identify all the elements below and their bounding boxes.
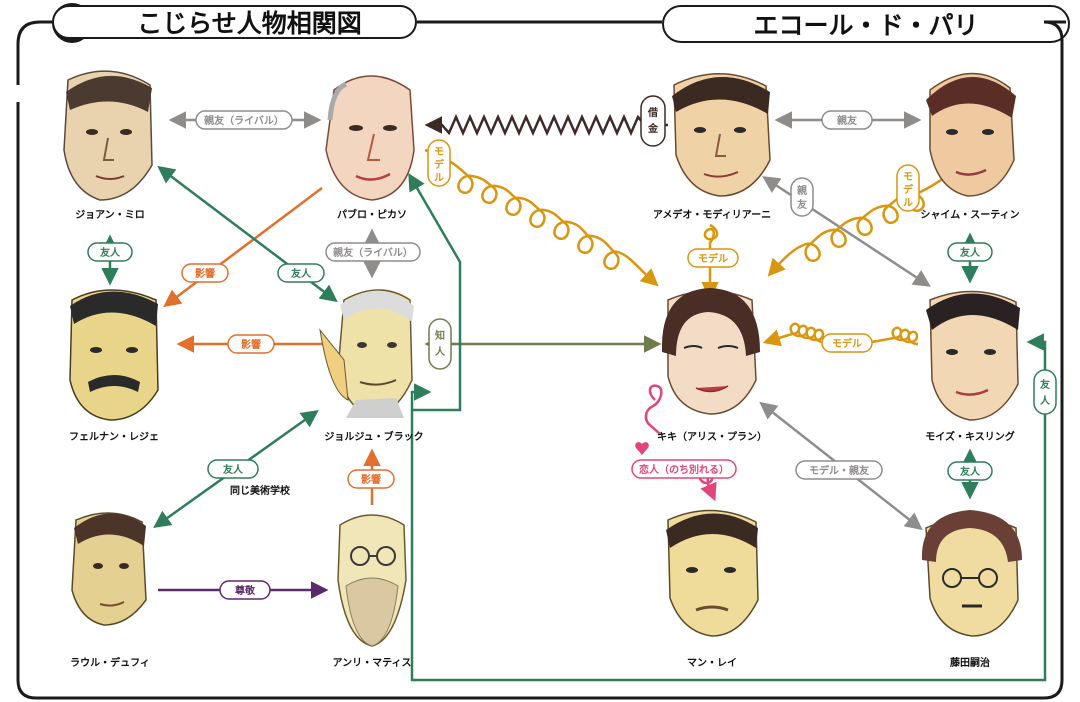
name-leger: フェルナン・レジェ — [69, 431, 159, 443]
svg-text:ル: ル — [903, 198, 913, 209]
svg-text:友: 友 — [797, 198, 807, 211]
label-modigliani-kiki: モデル — [687, 248, 739, 268]
link-picasso-leger — [163, 187, 323, 308]
svg-text:恋人（のち別れる）: 恋人（のち別れる） — [639, 463, 729, 476]
svg-text:ル: ル — [434, 173, 444, 184]
svg-text:金: 金 — [647, 122, 659, 135]
svg-text:モデル: モデル — [832, 337, 862, 350]
label-modigliani-kisling: 親 友 — [790, 177, 814, 217]
portrait-kisling — [926, 290, 1020, 421]
svg-text:友: 友 — [1040, 378, 1050, 391]
name-dufy: ラウル・デュフィ — [70, 656, 150, 669]
name-matisse: アンリ・マティス — [333, 657, 412, 669]
svg-text:モデル・親友: モデル・親友 — [809, 464, 869, 477]
link-braque-picasso-green — [408, 172, 462, 412]
link-kisling-braque — [410, 333, 1047, 682]
label-braque-kiki: 知 人 — [428, 318, 452, 370]
svg-text:友人: 友人 — [960, 246, 981, 259]
svg-text:親友（ライバル）: 親友（ライバル） — [204, 114, 284, 127]
label-same-school: 同じ美術学校 — [230, 484, 291, 497]
svg-text:人: 人 — [1040, 394, 1051, 407]
link-modigliani-kiki — [701, 223, 719, 300]
svg-text:親: 親 — [797, 184, 807, 197]
label-miro-leger: 友人 — [87, 242, 133, 262]
portrait-braque — [319, 289, 414, 418]
svg-text:影響: 影響 — [361, 473, 381, 486]
name-modigliani: アメデオ・モディリアーニ — [653, 208, 771, 221]
label-miro-braque: 友人 — [277, 263, 325, 283]
svg-text:モ: モ — [903, 172, 913, 183]
link-picasso-kiki — [424, 148, 659, 287]
label-soutine-kiki: モ デ ル — [896, 164, 920, 212]
svg-text:知: 知 — [434, 329, 445, 342]
label-soutine-kisling: 友人 — [947, 242, 993, 262]
portrait-matisse — [337, 514, 407, 647]
label-picasso-braque: 親友（ライバル） — [325, 242, 421, 262]
label-miro-picasso: 親友（ライバル） — [195, 110, 293, 130]
svg-text:モデル: モデル — [698, 252, 728, 265]
name-kisling: モイズ・キスリング — [925, 430, 1014, 443]
name-fujita: 藤田嗣治 — [950, 656, 990, 669]
label-kiki-manray: 恋人（のち別れる） — [631, 459, 737, 479]
svg-text:モ: モ — [434, 147, 444, 158]
portrait-modigliani — [672, 73, 771, 197]
portrait-soutine — [926, 72, 1016, 197]
name-manray: マン・レイ — [687, 657, 737, 669]
title-right: エコール・ド・パリ — [662, 5, 1070, 43]
label-kisling-kiki: モデル — [821, 333, 873, 353]
name-soutine: シャイム・スーティン — [920, 209, 1019, 221]
label-kisling-fujita: 友人 — [947, 461, 993, 481]
svg-text:友人: 友人 — [291, 267, 312, 280]
portrait-leger — [69, 289, 159, 421]
name-braque: ジョルジュ・ブラック — [324, 430, 423, 443]
svg-text:親友: 親友 — [837, 114, 857, 127]
label-picasso-leger: 影響 — [181, 263, 229, 283]
label-modigliani-soutine: 親友 — [821, 110, 873, 130]
broken-heart-icon — [635, 442, 649, 455]
name-kiki: キキ（アリス・プラン） — [657, 430, 767, 443]
label-dufy-matisse: 尊敬 — [219, 580, 271, 600]
label-picasso-kiki: モ デ ル — [427, 139, 451, 187]
svg-text:尊敬: 尊敬 — [235, 584, 256, 597]
svg-text:借: 借 — [647, 106, 658, 119]
svg-text:友人: 友人 — [960, 465, 981, 478]
svg-text:親友（ライバル）: 親友（ライバル） — [333, 246, 413, 259]
portrait-manray — [666, 509, 759, 637]
svg-text:人: 人 — [435, 345, 446, 358]
portrait-dufy — [71, 512, 147, 626]
svg-text:影響: 影響 — [195, 267, 215, 280]
name-picasso: パブロ・ピカソ — [337, 208, 407, 221]
svg-text:デ: デ — [434, 158, 445, 171]
name-miro: ジョアン・ミロ — [75, 209, 145, 221]
svg-text:友人: 友人 — [100, 246, 121, 259]
title-left: こじらせ人物相関図 — [52, 5, 417, 39]
label-kiki-fujita: モデル・親友 — [795, 460, 883, 480]
svg-text:影響: 影響 — [241, 338, 261, 351]
portrait-fujita — [921, 510, 1022, 637]
portrait-picasso — [325, 75, 415, 201]
portrait-miro — [63, 70, 153, 201]
link-modigliani-picasso — [424, 113, 668, 137]
label-braque-dufy: 友人 — [207, 459, 259, 479]
svg-text:友人: 友人 — [223, 463, 244, 476]
portrait-kiki — [661, 288, 760, 415]
label-modigliani-picasso: 借 金 — [640, 95, 666, 147]
label-fujita-picasso: 友 人 — [1033, 369, 1057, 415]
svg-text:デ: デ — [903, 183, 914, 196]
outer-frame — [16, 20, 1066, 700]
label-braque-leger: 影響 — [227, 334, 275, 354]
label-matisse-braque: 影響 — [347, 469, 395, 489]
